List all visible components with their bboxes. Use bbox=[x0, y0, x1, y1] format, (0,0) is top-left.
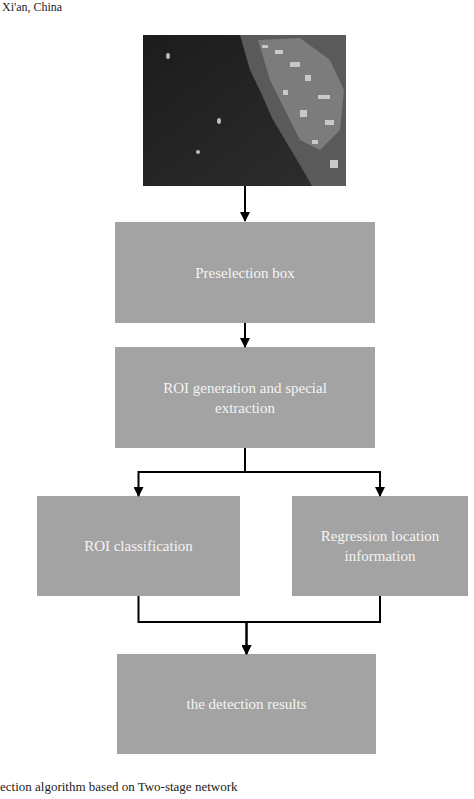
flow-arrow bbox=[139, 596, 247, 654]
flow-arrow bbox=[245, 448, 380, 496]
process-box: Preselection box bbox=[115, 222, 375, 323]
image-land bbox=[240, 35, 346, 186]
affiliation-text: Xi'an, China bbox=[2, 0, 62, 15]
box-label: ROI generation and special extraction bbox=[137, 378, 353, 418]
box-label: the detection results bbox=[187, 694, 307, 714]
ship-targets bbox=[166, 53, 221, 154]
process-box: ROI generation and special extraction bbox=[115, 347, 375, 448]
process-box: ROI classification bbox=[37, 496, 240, 596]
box-label: Regression location information bbox=[314, 526, 446, 566]
flow-arrow bbox=[247, 596, 381, 654]
figure-caption: ection algorithm based on Two-stage netw… bbox=[0, 779, 238, 795]
flow-arrow bbox=[244, 323, 246, 347]
flow-arrow bbox=[139, 448, 246, 496]
image-city bbox=[258, 38, 344, 150]
process-box: the detection results bbox=[117, 654, 376, 754]
image-details bbox=[262, 45, 338, 168]
process-box: Regression location information bbox=[292, 496, 468, 596]
box-label: ROI classification bbox=[84, 536, 193, 556]
image-arrow bbox=[244, 186, 246, 221]
box-label: Preselection box bbox=[195, 263, 295, 283]
image-sea bbox=[143, 35, 346, 186]
